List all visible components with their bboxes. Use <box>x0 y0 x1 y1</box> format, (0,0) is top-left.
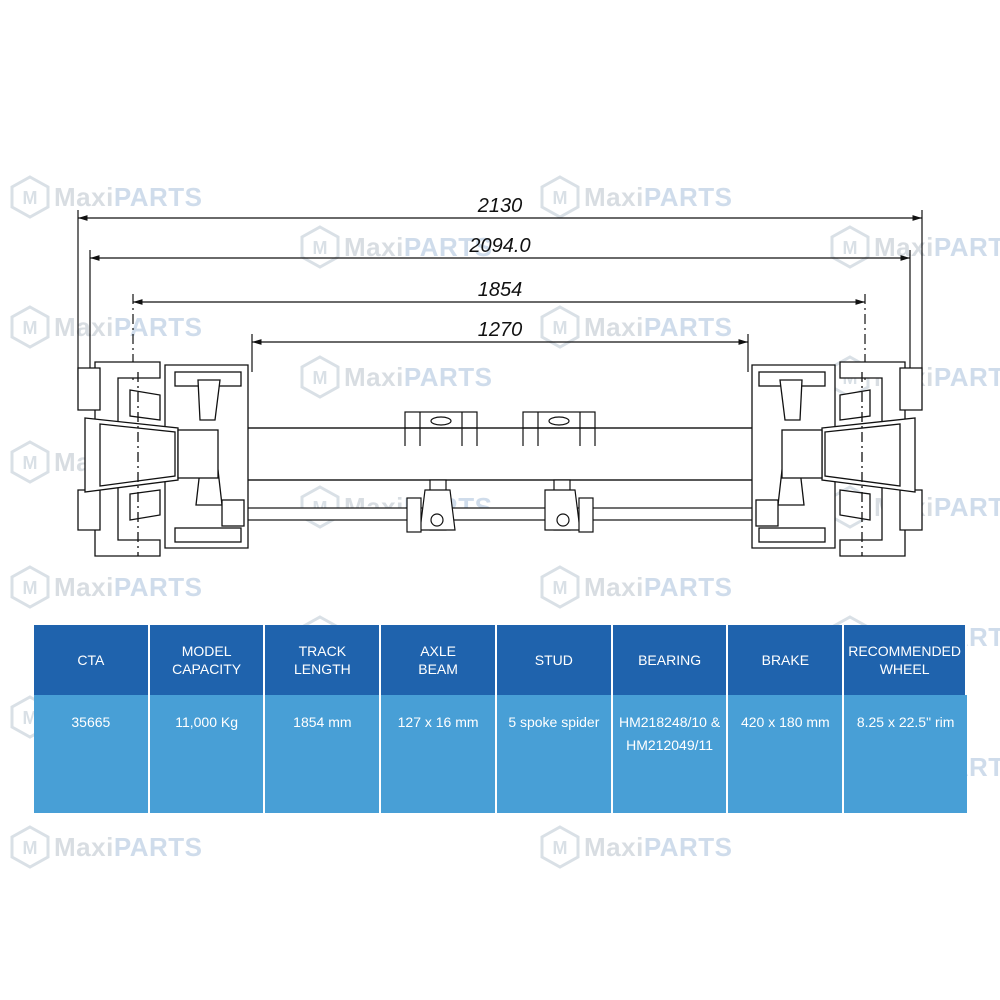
cell-recommended-wheel: 8.25 x 22.5" rim <box>844 695 967 813</box>
slack-adjuster-left <box>406 479 456 533</box>
header-recommended-wheel: RECOMMENDED WHEEL <box>844 625 967 695</box>
header-model-capacity: MODEL CAPACITY <box>149 625 266 695</box>
dim-label-2094: 2094.0 <box>468 235 530 257</box>
svg-text:M: M <box>553 838 568 858</box>
cell-track-length: 1854 mm <box>265 695 382 813</box>
dimension-lines <box>77 210 923 380</box>
cell-cta: 35665 <box>34 695 150 813</box>
cell-brake: 420 x 180 mm <box>728 695 845 813</box>
hub-assembly-right <box>751 361 923 557</box>
header-cta: CTA <box>34 625 150 695</box>
slack-adjuster-right <box>544 479 594 533</box>
cell-bearing: HM218248/10 & HM212049/11 <box>612 695 729 813</box>
hub-assembly-left <box>77 361 249 557</box>
header-axle-beam: AXLE BEAM <box>381 625 497 695</box>
header-brake: BRAKE <box>728 625 845 695</box>
spring-seat-left <box>404 411 478 446</box>
dim-label-1270: 1270 <box>478 319 523 341</box>
camshaft-rod <box>239 507 761 521</box>
spec-table: CTA MODEL CAPACITY TRACK LENGTH AXLE BEA… <box>34 625 967 813</box>
header-track-length: TRACK LENGTH <box>265 625 382 695</box>
dim-label-1854: 1854 <box>478 279 523 301</box>
dim-label-2130: 2130 <box>477 195 523 217</box>
cell-stud: 5 spoke spider <box>496 695 613 813</box>
header-stud: STUD <box>496 625 613 695</box>
axle-beam <box>219 427 781 481</box>
cell-axle-beam: 127 x 16 mm <box>381 695 497 813</box>
svg-text:M: M <box>23 838 38 858</box>
cell-model-capacity: 11,000 Kg <box>149 695 266 813</box>
spring-seat-right <box>522 411 596 446</box>
axle-drawing: 2130 2094.0 1854 1270 <box>77 195 923 557</box>
header-bearing: BEARING <box>612 625 729 695</box>
